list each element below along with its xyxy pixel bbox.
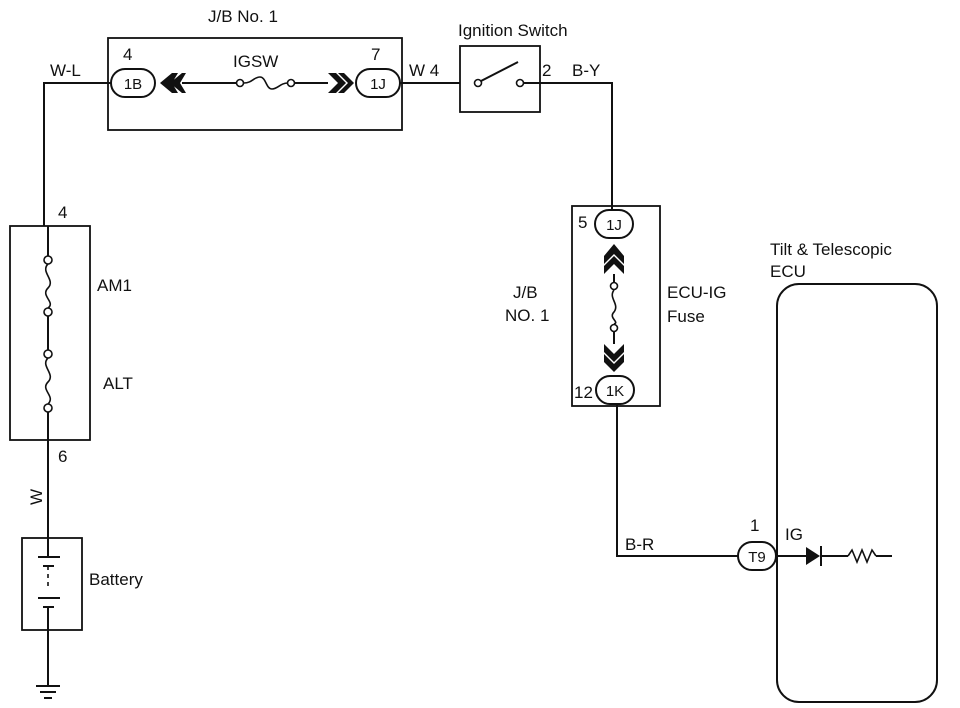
battery-label: Battery [89, 570, 143, 589]
fuse-box-left-top-pin: 4 [58, 203, 67, 222]
igsw-fuse-label: IGSW [233, 52, 278, 71]
ecu-title-line1: Tilt & Telescopic [770, 240, 892, 259]
jb-top-right-arrow-icon [328, 73, 354, 93]
alt-fuse-label: ALT [103, 374, 133, 393]
ground-icon [36, 685, 60, 699]
jb-right-top-connector [594, 209, 634, 239]
am1-fuse-label: AM1 [97, 276, 132, 295]
jb-top-right-pin: 7 [371, 45, 380, 64]
wire-by-label: B-Y [572, 61, 600, 80]
wire-w-label: W [27, 489, 46, 505]
jb-right-bottom-connector [595, 375, 635, 405]
ignition-switch-box[interactable] [459, 45, 541, 113]
fuse-box-left [9, 225, 91, 441]
jb-right-top-arrow-icon [604, 244, 624, 274]
ecu-title-line2: ECU [770, 262, 806, 281]
jb-top-left-connector-label: 1B [124, 76, 142, 93]
ecu-ig-fuse-label-line2: Fuse [667, 307, 705, 326]
jb-right-label-line2: NO. 1 [505, 306, 549, 325]
jb-top-title: J/B No. 1 [208, 7, 278, 26]
jb-right-bottom-connector-label: 1K [606, 383, 624, 400]
ecu-pin: 1 [750, 516, 759, 535]
jb-right-bottom-pin: 12 [574, 383, 593, 402]
ecu-box [776, 283, 938, 703]
battery-box [21, 537, 83, 631]
jb-right-bottom-arrow-icon [604, 344, 624, 372]
ecu-ig-fuse-label-line1: ECU-IG [667, 283, 727, 302]
jb-right-label-line1: J/B [513, 283, 538, 302]
ecu-terminal-label: IG [785, 525, 803, 544]
alt-fuse-icon [44, 357, 52, 405]
ignition-switch-pin: 2 [542, 61, 551, 80]
jb-right-top-connector-label: 1J [606, 217, 622, 234]
jb-right-top-pin: 5 [578, 213, 587, 232]
ignition-switch-title: Ignition Switch [458, 21, 568, 40]
wire-wl-label: W-L [50, 61, 81, 80]
resistor-icon [847, 547, 877, 565]
jb-top-right-connector-label: 1J [370, 76, 386, 93]
ecu-ig-fuse-icon [611, 289, 617, 325]
diode-icon [806, 547, 820, 565]
wire-br-label: B-R [625, 535, 654, 554]
wire-w4-label: W 4 [409, 61, 439, 80]
ignition-switch-lever-icon [480, 61, 519, 82]
jb-top-left-arrow-icon [160, 73, 186, 93]
fuse-box-left-bottom-pin: 6 [58, 447, 67, 466]
jb-right-box [571, 205, 661, 407]
ecu-connector-label: T9 [748, 549, 766, 566]
am1-fuse-icon [44, 263, 52, 309]
igsw-fuse-icon [243, 76, 289, 90]
jb-top-left-pin: 4 [123, 45, 132, 64]
